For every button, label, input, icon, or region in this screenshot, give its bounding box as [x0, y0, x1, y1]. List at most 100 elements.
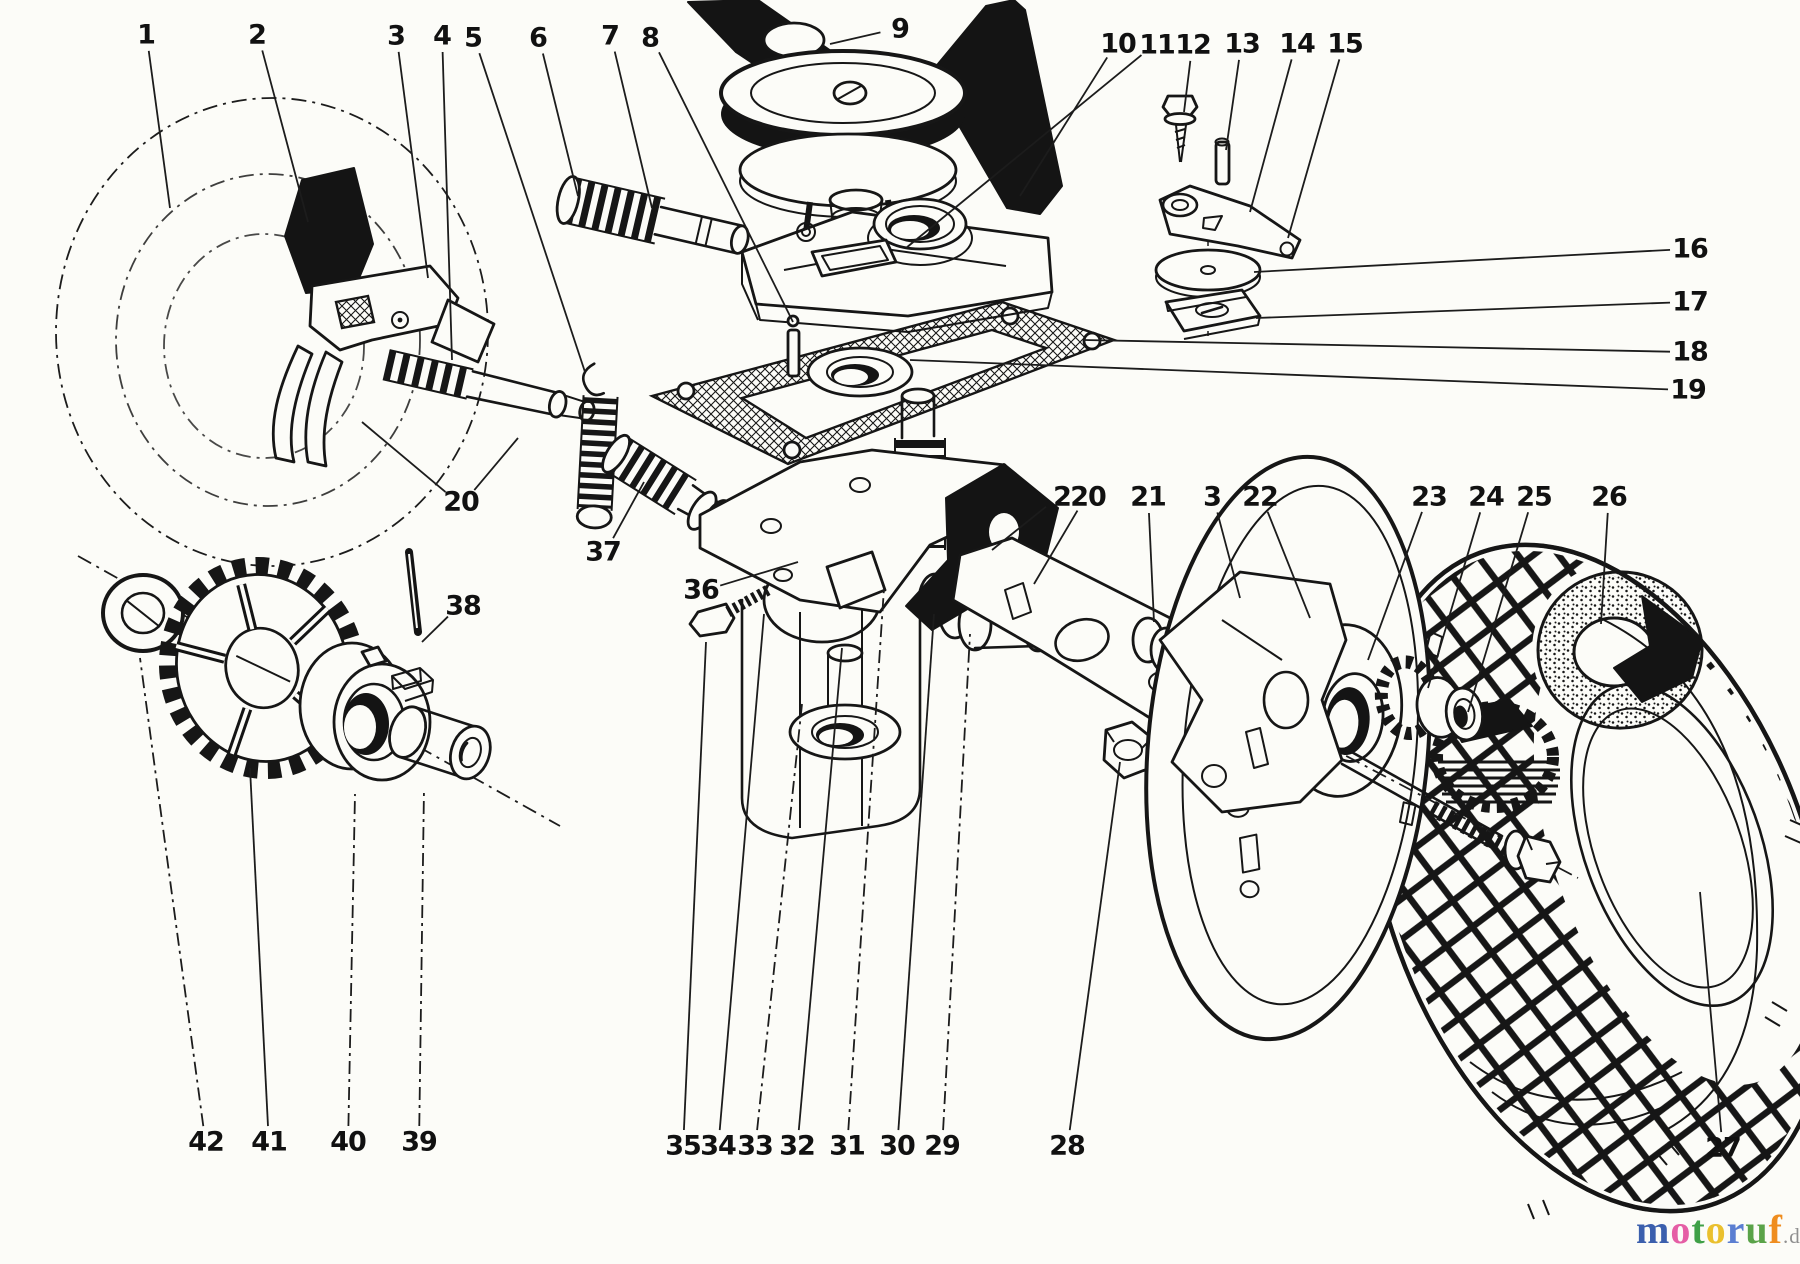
leader-line — [473, 437, 519, 491]
callout-5: 5 — [464, 23, 482, 54]
watermark-letter: u — [1745, 1207, 1769, 1252]
leader-line — [1255, 301, 1671, 319]
callout-24: 24 — [1468, 482, 1504, 513]
callout-36: 36 — [683, 575, 719, 606]
key-block — [391, 667, 434, 702]
leader-line — [658, 51, 794, 323]
shift-lever-assembly — [271, 264, 496, 468]
leader-line — [719, 561, 799, 587]
leader-line — [418, 787, 425, 1127]
callout-29: 29 — [924, 1131, 960, 1162]
leader-line — [441, 51, 453, 361]
leader-line — [718, 613, 765, 1131]
pinion-gear — [1374, 655, 1484, 742]
gearbox-housing — [698, 448, 1017, 840]
callout-21: 21 — [1130, 482, 1166, 513]
idler-arm — [1158, 184, 1302, 260]
idler-screw — [1161, 94, 1199, 163]
watermark-letter: o — [1705, 1207, 1727, 1252]
callout-3: 3 — [387, 21, 405, 52]
leader-line — [1367, 511, 1423, 661]
callout-39: 39 — [401, 1127, 437, 1158]
leader-line — [683, 641, 707, 1131]
callout-31: 31 — [829, 1131, 865, 1162]
leader-line — [1019, 56, 1108, 197]
callout-17: 17 — [1672, 287, 1708, 318]
leader-line — [1083, 339, 1671, 353]
leader-line — [1427, 512, 1482, 689]
leader-line — [1699, 891, 1723, 1133]
callout-9: 9 — [891, 14, 909, 45]
callout-42: 42 — [188, 1127, 224, 1158]
drive-pulley — [719, 49, 967, 233]
callout-2: 2 — [248, 20, 266, 51]
callout-34: 34 — [700, 1131, 736, 1162]
leader-line — [397, 51, 429, 279]
callout-13: 13 — [1224, 29, 1260, 60]
callout-4: 4 — [433, 21, 451, 52]
leader-line — [147, 50, 171, 209]
watermark-suffix: .de — [1783, 1224, 1800, 1248]
watermark-letter: t — [1691, 1207, 1706, 1252]
height-bracket — [1158, 570, 1348, 814]
watermark-letter: r — [1726, 1207, 1746, 1252]
upper-bearing — [806, 346, 914, 398]
leader-line — [1253, 248, 1671, 273]
callout-6: 6 — [529, 23, 547, 54]
leader-line — [829, 31, 881, 45]
callout-35: 35 — [665, 1131, 701, 1162]
clutch-drum — [298, 641, 432, 782]
leader-line — [347, 793, 356, 1127]
callout-22: 22 — [1242, 482, 1278, 513]
leader-line — [612, 481, 645, 539]
callout-19: 19 — [1670, 375, 1706, 406]
callout-37: 37 — [585, 537, 621, 568]
callout-30: 30 — [879, 1131, 915, 1162]
clutch-rod — [382, 349, 596, 423]
extension-spring — [575, 362, 619, 530]
callout-3: 3 — [1203, 482, 1221, 513]
callout-23: 23 — [1411, 482, 1447, 513]
callout-2: 2 — [1053, 482, 1071, 513]
output-bushing — [388, 705, 492, 781]
flange-bolt — [688, 585, 771, 638]
leader-line — [897, 613, 935, 1131]
spacer-pin — [1214, 137, 1231, 186]
leader-line — [797, 647, 843, 1131]
callout-25: 25 — [1516, 482, 1552, 513]
leader-line — [361, 421, 447, 493]
callout-18: 18 — [1672, 337, 1708, 368]
callout-27: 27 — [1705, 1133, 1741, 1164]
roll-pin — [405, 548, 422, 636]
callout-11: 11 — [1139, 30, 1175, 61]
leader-line — [991, 505, 1047, 551]
callout-20: 20 — [1070, 482, 1106, 513]
leader-line — [1225, 59, 1240, 151]
leader-line — [1068, 761, 1121, 1131]
leader-line — [909, 359, 1669, 391]
watermark-letter: m — [1636, 1207, 1671, 1252]
leader-line — [1216, 512, 1241, 599]
callout-1: 1 — [137, 20, 155, 51]
thrust-washer — [101, 573, 185, 653]
leader-line — [1033, 510, 1079, 585]
callout-26: 26 — [1591, 482, 1627, 513]
lower-bearing-cup — [788, 643, 902, 761]
leader-lines — [139, 31, 1723, 1133]
idler-washer — [1154, 248, 1262, 298]
cover-pin — [786, 314, 801, 378]
watermark-logo: motoruf.de — [1636, 1206, 1800, 1253]
leader-line — [1467, 512, 1529, 713]
leader-line — [1183, 60, 1192, 113]
leader-line — [613, 51, 653, 209]
callout-38: 38 — [445, 591, 481, 622]
callout-33: 33 — [737, 1131, 773, 1162]
leader-line — [756, 703, 803, 1131]
leader-line — [1148, 512, 1155, 623]
callout-14: 14 — [1279, 29, 1315, 60]
watermark-letter: o — [1670, 1207, 1692, 1252]
callout-16: 16 — [1672, 234, 1708, 265]
